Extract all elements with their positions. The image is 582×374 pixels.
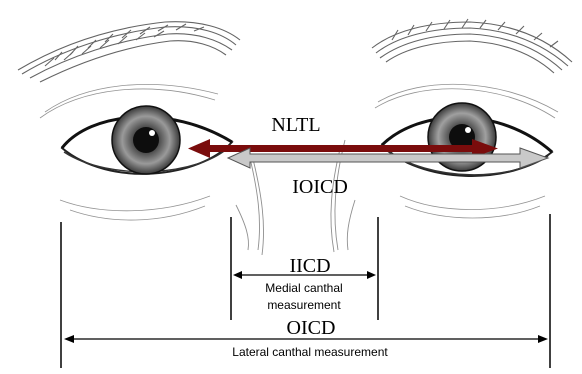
lateral-label: Lateral canthal measurement: [232, 345, 388, 359]
medial-label-line1: Medial canthal: [265, 281, 342, 295]
oicd-label: OICD: [287, 317, 336, 339]
nltl-label: NLTL: [271, 114, 320, 136]
iicd-label: IICD: [289, 255, 330, 277]
left-eye: [62, 106, 232, 174]
left-eyebrow: [18, 22, 240, 82]
ioicd-label: IOICD: [292, 176, 348, 198]
right-eyebrow: [372, 19, 572, 73]
medial-label-line2: measurement: [267, 298, 341, 312]
